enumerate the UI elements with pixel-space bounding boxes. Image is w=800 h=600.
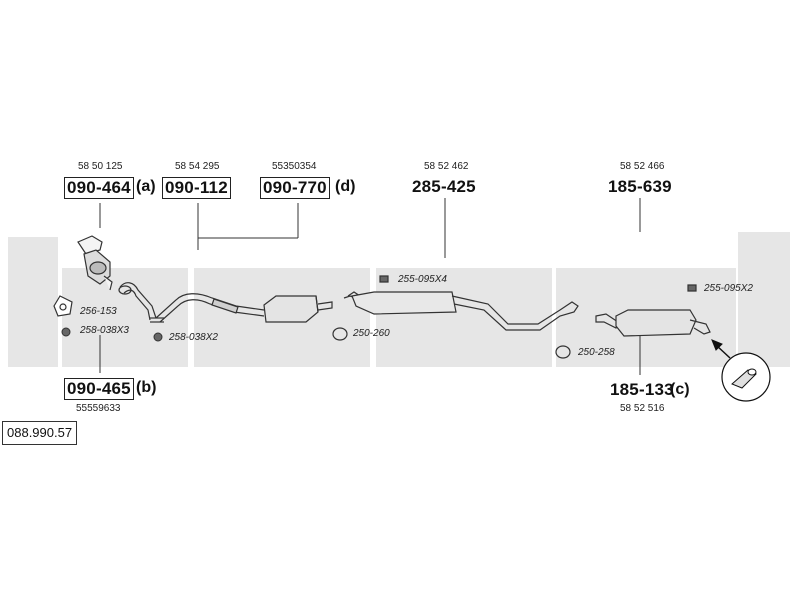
part-suffix-d: (d): [335, 178, 356, 195]
part-suffix-b: (b): [136, 379, 157, 396]
intermediate-pipe-icon: [155, 293, 265, 323]
part-number-090-465[interactable]: 090-465: [64, 378, 134, 400]
center-resonator-icon: [263, 295, 333, 323]
part-ref-185-639: 58 52 466: [620, 161, 665, 172]
part-number-090-112[interactable]: 090-112: [162, 177, 231, 199]
part-ref-090-770: 55350354: [272, 161, 317, 172]
fitting-code-258-038x2[interactable]: 258-038X2: [169, 332, 218, 343]
part-ref-185-133: 58 52 516: [620, 403, 665, 414]
fitting-code-250-260[interactable]: 250-260: [353, 328, 390, 339]
part-suffix-c: (c): [670, 381, 690, 398]
part-number-090-770[interactable]: 090-770: [260, 177, 330, 199]
fitting-code-258-038x3[interactable]: 258-038X3: [80, 325, 129, 336]
leader-lines: [99, 198, 641, 375]
part-ref-090-465: 55559633: [76, 403, 121, 414]
clamp-icon: [332, 275, 697, 359]
tail-pipe-callout: [711, 339, 771, 402]
gasket-icon: [53, 295, 73, 317]
part-ref-090-112: 58 54 295: [175, 161, 220, 172]
rear-silencer-icon: [595, 309, 711, 337]
fitting-code-255-095x2[interactable]: 255-095X2: [704, 283, 753, 294]
part-number-090-464[interactable]: 090-464: [64, 177, 134, 199]
fitting-code-256-153[interactable]: 256-153: [80, 306, 117, 317]
middle-silencer-icon: [343, 291, 579, 331]
front-pipe-icon: [118, 282, 164, 323]
part-ref-090-464: 58 50 125: [78, 161, 123, 172]
part-number-185-133[interactable]: 185-133: [610, 380, 674, 399]
nut-icon: [61, 327, 163, 342]
part-ref-285-425: 58 52 462: [424, 161, 469, 172]
part-number-185-639[interactable]: 185-639: [608, 177, 672, 196]
diagram-id: 088.990.57: [2, 421, 78, 445]
part-suffix-a: (a): [136, 178, 156, 195]
fitting-code-250-258[interactable]: 250-258: [578, 347, 615, 358]
fitting-code-255-095x4[interactable]: 255-095X4: [398, 274, 447, 285]
catalytic-converter-icon: [77, 235, 113, 291]
part-number-285-425[interactable]: 285-425: [412, 177, 476, 196]
